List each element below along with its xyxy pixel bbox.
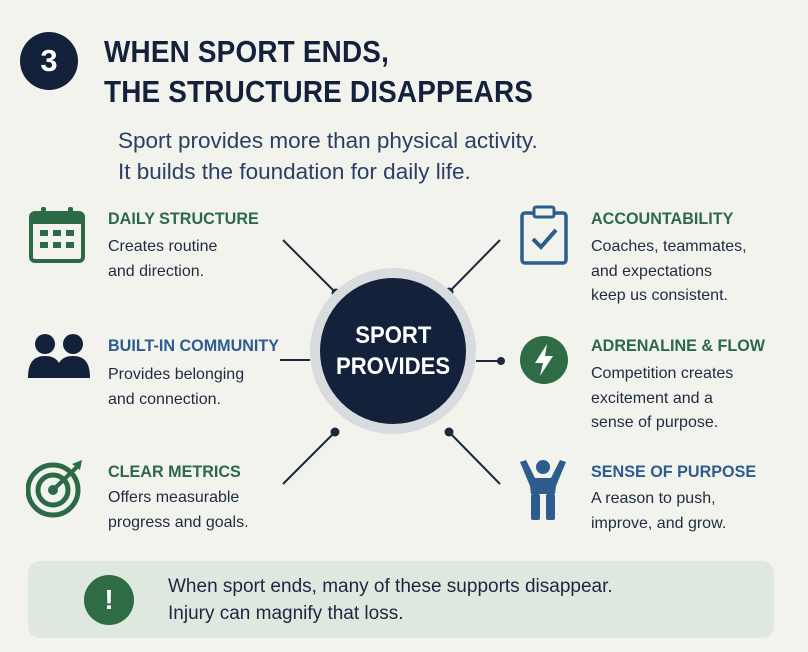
title-line-1: WHEN SPORT ENDS, — [104, 34, 390, 69]
feature-title: ADRENALINE & FLOW — [591, 336, 766, 355]
feature-description: A reason to push, improve, and grow. — [591, 487, 726, 536]
feature-clear-metrics: CLEAR METRICS Offers measurable progress… — [26, 458, 296, 538]
page-title: WHEN SPORT ENDS, THE STRUCTURE DISAPPEAR… — [104, 32, 680, 112]
feature-desc-line: and connection. — [108, 390, 221, 408]
center-hub: SPORT PROVIDES — [320, 278, 466, 424]
feature-title: DAILY STRUCTURE — [108, 209, 259, 228]
feature-desc-line: Provides belonging — [108, 366, 245, 383]
feature-desc-line: progress and goals. — [108, 513, 249, 531]
callout-line-2: Injury can magnify that loss. — [168, 603, 404, 624]
feature-title: SENSE OF PURPOSE — [591, 462, 757, 481]
clipboard-check-icon — [520, 205, 568, 265]
feature-desc-line: Creates routine — [108, 238, 218, 255]
feature-desc-line: and direction. — [108, 262, 205, 280]
feature-desc-line: and expectations — [591, 262, 712, 280]
connector-daily-structure — [282, 239, 336, 293]
feature-description: Offers measurable progress and goals. — [108, 486, 249, 535]
step-number-badge: 3 — [20, 32, 78, 90]
calendar-icon — [29, 207, 85, 263]
feature-desc-line: Offers measurable — [108, 489, 240, 506]
callout-text: When sport ends, many of these supports … — [168, 573, 768, 627]
connector-metrics — [282, 432, 335, 485]
feature-desc-line: improve, and grow. — [591, 514, 727, 532]
lightning-icon — [520, 336, 568, 384]
exclamation-icon: ! — [84, 575, 134, 625]
feature-desc-line: Coaches, teammates, — [591, 238, 747, 255]
connector-dot-purpose — [444, 427, 454, 437]
subtitle: Sport provides more than physical activi… — [118, 125, 718, 187]
center-hub-line-2: PROVIDES — [335, 353, 451, 380]
feature-built-in-community: BUILT-IN COMMUNITY Provides belonging an… — [28, 332, 298, 412]
feature-description: Coaches, teammates, and expectations kee… — [591, 235, 747, 309]
connector-dot-adrenaline — [497, 357, 505, 365]
center-hub-line-1: SPORT — [354, 322, 432, 349]
feature-title: ACCOUNTABILITY — [591, 209, 734, 228]
callout-line-1: When sport ends, many of these supports … — [168, 576, 613, 597]
feature-desc-line: sense of purpose. — [591, 414, 719, 431]
feature-desc-line: excitement and a — [591, 389, 713, 407]
feature-desc-line: keep us consistent. — [591, 287, 728, 304]
subtitle-line-1: Sport provides more than physical activi… — [118, 128, 538, 153]
feature-title: BUILT-IN COMMUNITY — [108, 336, 280, 355]
feature-daily-structure: DAILY STRUCTURE Creates routine and dire… — [28, 205, 288, 285]
feature-title: CLEAR METRICS — [108, 462, 241, 481]
feature-description: Competition creates excitement and a sen… — [591, 362, 733, 436]
feature-adrenaline-flow: ADRENALINE & FLOW Competition creates ex… — [518, 332, 798, 442]
connector-purpose — [449, 432, 501, 485]
subtitle-line-2: It builds the foundation for daily life. — [118, 159, 471, 184]
connector-accountability — [449, 239, 501, 292]
feature-desc-line: A reason to push, — [591, 490, 716, 507]
connector-dot-metrics — [330, 427, 340, 437]
feature-desc-line: Competition creates — [591, 365, 734, 382]
people-icon — [28, 334, 90, 378]
target-icon — [26, 460, 82, 518]
feature-accountability: ACCOUNTABILITY Coaches, teammates, and e… — [518, 205, 798, 315]
feature-sense-of-purpose: SENSE OF PURPOSE A reason to push, impro… — [518, 458, 798, 538]
title-line-2: THE STRUCTURE DISAPPEARS — [104, 74, 534, 109]
person-raised-arms-icon — [520, 460, 566, 520]
feature-description: Provides belonging and connection. — [108, 363, 244, 412]
warning-callout: ! When sport ends, many of these support… — [28, 561, 774, 638]
feature-description: Creates routine and direction. — [108, 235, 217, 284]
